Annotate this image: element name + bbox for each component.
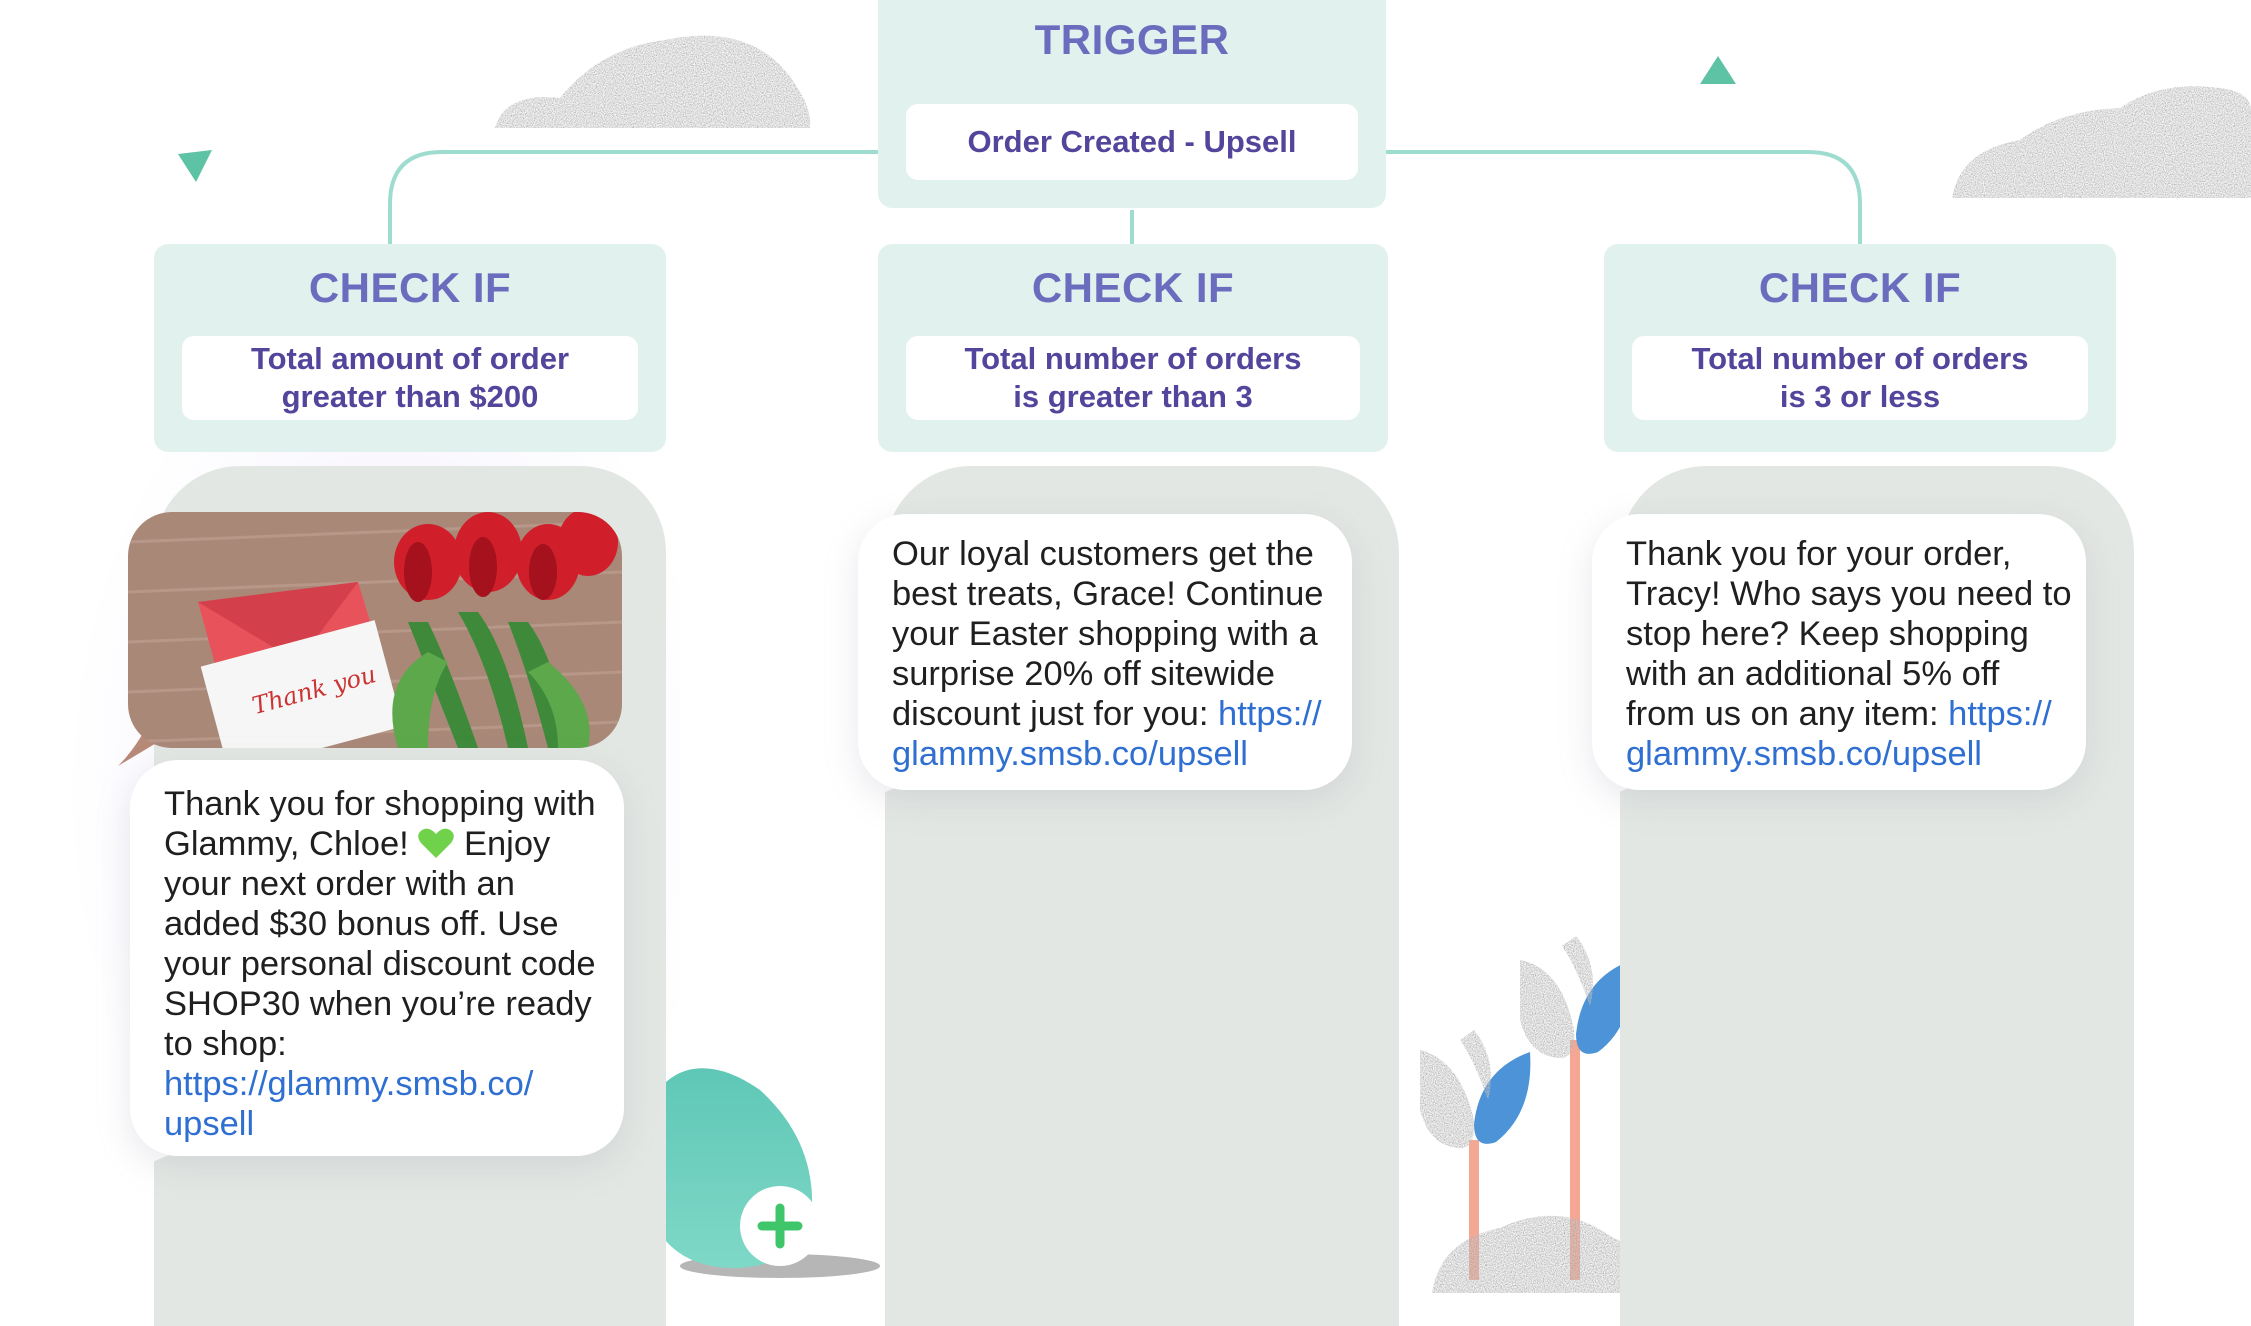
message-line: to shop: (164, 1025, 287, 1063)
message-line: Thank you for your order, (1626, 535, 2012, 573)
message-line: Tracy! Who says you need to (1626, 575, 2072, 613)
condition-line: Total amount of order (250, 341, 570, 376)
upsell-link[interactable]: glammy.smsb.co/upsell (1626, 735, 1982, 773)
check-title-1: CHECK IF (308, 264, 512, 311)
check-title-2: CHECK IF (1031, 264, 1235, 311)
tulip-icon (1420, 1030, 1531, 1280)
cloud-icon (1952, 86, 2251, 198)
message-line: your personal discount code (164, 945, 596, 983)
message-text: from us on any item: (1626, 695, 1939, 733)
upsell-link[interactable]: upsell (164, 1105, 255, 1143)
message-line: your Easter shopping with a (892, 615, 1318, 653)
message-line: discount just for you: https:// (892, 694, 1352, 734)
connector-lines (388, 150, 1862, 244)
upsell-link[interactable]: https:// (1948, 695, 2052, 733)
message-text: Glammy, Chloe! (164, 825, 409, 863)
condition-line: is greater than 3 (1013, 379, 1253, 414)
decoration-layer (178, 35, 2251, 1293)
check-box-3: CHECK IF Total number of orders is 3 or … (1604, 244, 2116, 452)
message-line: added $30 bonus off. Use (164, 905, 559, 943)
condition-line: is 3 or less (1779, 379, 1941, 414)
check-condition-1: Total amount of order greater than $200 (182, 336, 638, 420)
cloud-icon (495, 35, 811, 128)
message-line: Glammy, Chloe! Enjoy (164, 824, 624, 864)
check-condition-2: Total number of orders is greater than 3 (906, 336, 1360, 420)
heart-icon (418, 828, 455, 858)
triangle-icon (1700, 56, 1736, 84)
mms-photo: Thank you (128, 512, 622, 748)
tulip-icon (1520, 936, 1633, 1280)
sms-bubble-3: Thank you for your order, Tracy! Who say… (1592, 514, 2086, 790)
trigger-title: TRIGGER (1034, 16, 1230, 63)
message-text: Enjoy (463, 825, 551, 863)
message-line: from us on any item: https:// (1626, 694, 2086, 734)
message-line: your next order with an (164, 865, 515, 903)
check-box-2: CHECK IF Total number of orders is great… (878, 244, 1388, 452)
upsell-link[interactable]: glammy.smsb.co/upsell (892, 735, 1248, 773)
condition-line: Total number of orders (1691, 341, 2029, 376)
trigger-event: Order Created - Upsell (906, 104, 1358, 180)
check-condition-3: Total number of orders is 3 or less (1632, 336, 2088, 420)
bush-icon (1432, 1215, 1680, 1293)
trigger-event-label: Order Created - Upsell (967, 124, 1297, 159)
message-line: with an additional 5% off (1626, 655, 2000, 693)
message-line: best treats, Grace! Continue (892, 575, 1324, 613)
check-title-3: CHECK IF (1758, 264, 1962, 311)
message-text: discount just for you: (892, 695, 1209, 733)
trigger-box: TRIGGER Order Created - Upsell (878, 0, 1386, 208)
message-line: Thank you for shopping with (164, 785, 596, 823)
sms-bubble-2: Our loyal customers get the best treats,… (858, 514, 1352, 790)
sms-bubble-1: Thank you for shopping with Glammy, Chlo… (130, 760, 624, 1156)
plus-icon (757, 1203, 803, 1249)
condition-line: greater than $200 (281, 379, 539, 414)
check-box-1: CHECK IF Total amount of order greater t… (154, 244, 666, 452)
message-line: SHOP30 when you’re ready (164, 985, 592, 1023)
upsell-link[interactable]: https://glammy.smsb.co/ (164, 1065, 534, 1103)
condition-line: Total number of orders (964, 341, 1302, 376)
message-line: stop here? Keep shopping (1626, 615, 2029, 653)
message-line: Our loyal customers get the (892, 535, 1314, 573)
message-line: surprise 20% off sitewide (892, 655, 1275, 693)
triangle-icon (178, 150, 212, 182)
upsell-link[interactable]: https:// (1218, 695, 1322, 733)
